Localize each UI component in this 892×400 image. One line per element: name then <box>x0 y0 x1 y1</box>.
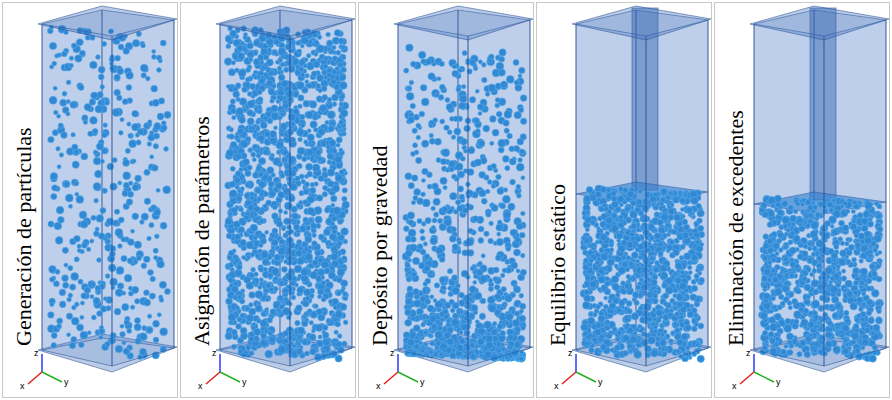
figure-stage: Generación de partículasAsignación de pa… <box>0 0 892 400</box>
